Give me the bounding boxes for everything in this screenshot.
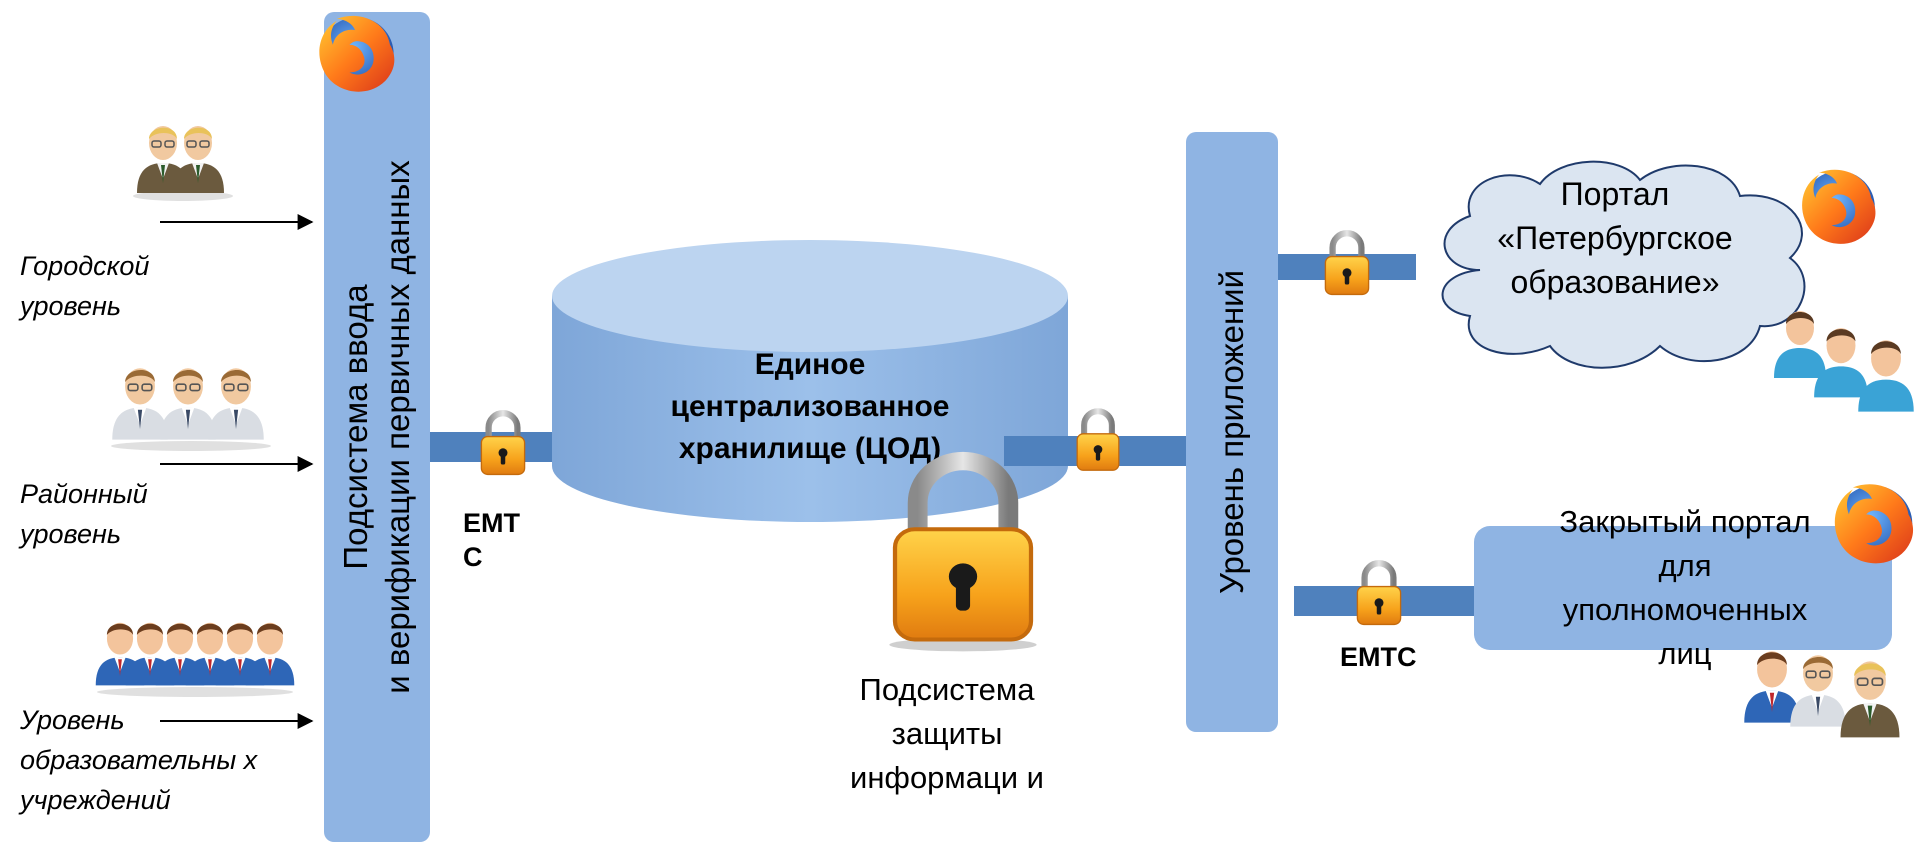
input-subsystem-label: Подсистема ввода и верификации первичных… [337, 160, 416, 694]
protection-lock-icon [878, 440, 1048, 652]
storage-label: Единое централизованное хранилище (ЦОД) [670, 348, 950, 465]
closed-portal-box [1474, 526, 1892, 650]
lock-icon [1352, 556, 1406, 628]
portal-users-icon [1774, 311, 1914, 412]
portal-label: Портал «Петербургское образование» [1497, 176, 1733, 300]
input-subsystem-bar: Подсистема ввода и верификации первичных… [324, 12, 430, 842]
arrows-to-input [160, 214, 314, 729]
emts-left-label: EMT С [463, 508, 520, 572]
city-level-label: Городской уровень [20, 251, 150, 321]
institution-level-label: Уровень образовательны х учреждений [20, 705, 258, 815]
protection-label: Подсистема защиты информаци и [850, 672, 1044, 795]
app-level-bar: Уровень приложений [1186, 132, 1278, 732]
district-level-label: Районный уровень [20, 479, 148, 549]
lock-icon [1320, 226, 1374, 298]
closed-portal-users-icon [1744, 651, 1901, 739]
emts-right-label: EMTC [1340, 642, 1417, 672]
cloud-icon [1441, 160, 1806, 369]
firefox-icon [1802, 169, 1876, 244]
closed-portal-label: Закрытый портал для уполномоченных лиц [1559, 504, 1811, 671]
district-users-icon [111, 367, 271, 451]
city-users-icon [133, 125, 233, 201]
institution-users-icon [95, 622, 295, 697]
lock-icon [476, 406, 530, 478]
lock-icon [1072, 404, 1124, 474]
app-level-label: Уровень приложений [1213, 269, 1250, 595]
firefox-icon [319, 15, 395, 92]
firefox-icon [1834, 484, 1914, 564]
